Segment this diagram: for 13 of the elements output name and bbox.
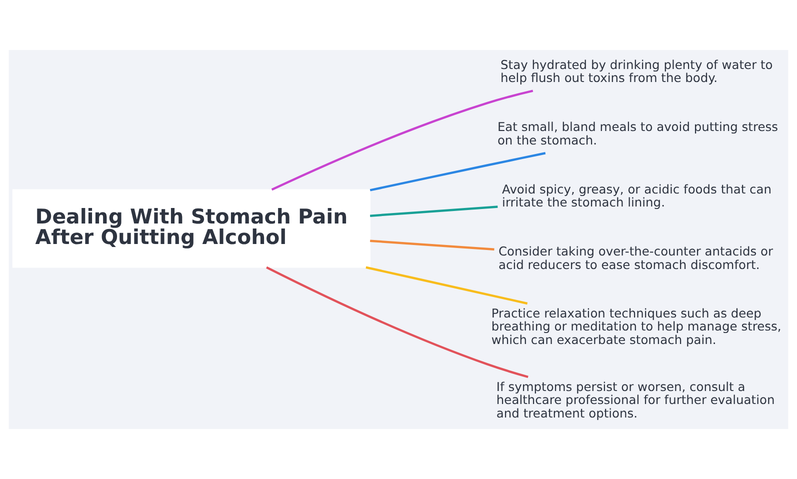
node-text: Stay hydrated by drinking plenty of water to help flush out toxins from the body. — [500, 58, 773, 86]
connector — [366, 266, 528, 305]
node-box: Dealing With Stomach Pain After Quitting Alcohol — [12, 189, 370, 268]
node-text: Eat small, bland meals to avoid putting stress on the stomach. — [497, 120, 778, 148]
node-text: Consider taking over-the-counter antacids or acid reducers to ease stomach discomfort. — [498, 244, 774, 272]
connector — [370, 152, 546, 192]
connector — [370, 206, 498, 217]
node-text: Avoid spicy, greasy, or acidic foods that can irritate the stomach lining. — [502, 182, 772, 210]
connector — [370, 240, 494, 251]
node-text: If symptoms persist or worsen, consult a healthcare professional for further evaluation and treatment options. — [496, 380, 775, 420]
connector — [271, 90, 534, 191]
node-text: Practice relaxation techniques such as deep breathing or meditation to help manage stress, which can exacerbate stomach pain. — [491, 306, 782, 347]
connector — [266, 266, 528, 378]
